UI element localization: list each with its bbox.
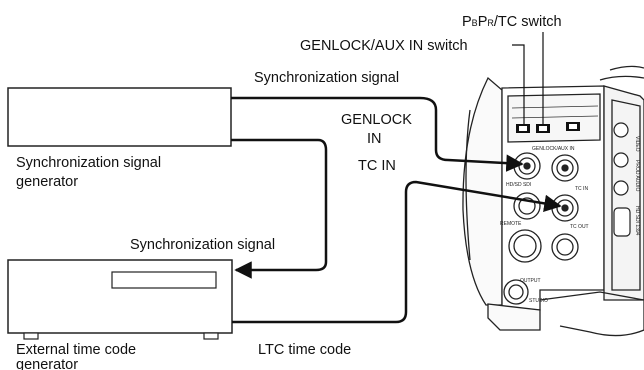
pbpr-tc-switch[interactable] — [536, 124, 550, 133]
foot-right — [203, 332, 219, 340]
side-connectors — [613, 122, 631, 237]
tc-in-label: TC IN — [358, 158, 396, 174]
sync-signal-to-tc-generator-line — [231, 138, 328, 279]
panel-remote: REMOTE — [500, 221, 522, 227]
pbpr-tc-switch-label: PBPR/TC switch — [462, 14, 562, 30]
genlock-in-label-1: GENLOCK — [341, 112, 412, 128]
sync-gen-label-1: Synchronization signal — [16, 155, 161, 171]
remote-connector — [508, 229, 542, 263]
display-slot — [111, 271, 217, 289]
ltc-time-code-label: LTC time code — [258, 342, 351, 358]
ext-tc-label-2: generator — [16, 357, 78, 370]
sync-signal-to-genlock-line — [231, 96, 524, 172]
external-time-code-generator — [7, 259, 233, 340]
genlock-aux-callout-line — [512, 44, 525, 124]
sync-signal-generator-box — [7, 87, 232, 147]
panel-hdsdi-side: HD SDI 1394 — [634, 206, 640, 236]
ext-tc-label-1: External time code — [16, 342, 136, 358]
genlock-aux-in-switch[interactable] — [516, 124, 530, 133]
panel-tc-out: TC OUT — [570, 224, 589, 230]
panel-hdsdi: HD/SD SDI — [506, 182, 531, 188]
foot-left — [23, 332, 39, 340]
panel-tc-in: TC IN — [575, 186, 588, 192]
panel-output: OUTPUT — [520, 278, 541, 284]
output-studio-connector — [503, 279, 529, 305]
panel-genlock-aux: GENLOCK/AUX IN — [532, 146, 575, 152]
genlock-in-connector — [513, 152, 541, 180]
video-out-connector — [513, 192, 541, 220]
panel-prod-audio: PROD AUDIO — [634, 160, 640, 192]
ltc-time-code-line — [232, 180, 562, 324]
genlock-in-label-2: IN — [367, 131, 382, 147]
panel-studio: STUDIO — [529, 298, 548, 304]
tc-in-connector — [551, 194, 579, 222]
hd-sdi-connector — [551, 154, 579, 182]
switch-ticks — [511, 105, 599, 119]
tc-out-connector — [551, 233, 579, 261]
sync-gen-label-2: generator — [16, 174, 78, 190]
sync-signal-mid-label: Synchronization signal — [130, 237, 275, 253]
camera-switch-3[interactable] — [566, 122, 580, 131]
genlock-aux-switch-label: GENLOCK/AUX IN switch — [300, 38, 468, 54]
sync-signal-top-label: Synchronization signal — [254, 70, 399, 86]
panel-video: VIDEO — [634, 136, 640, 152]
